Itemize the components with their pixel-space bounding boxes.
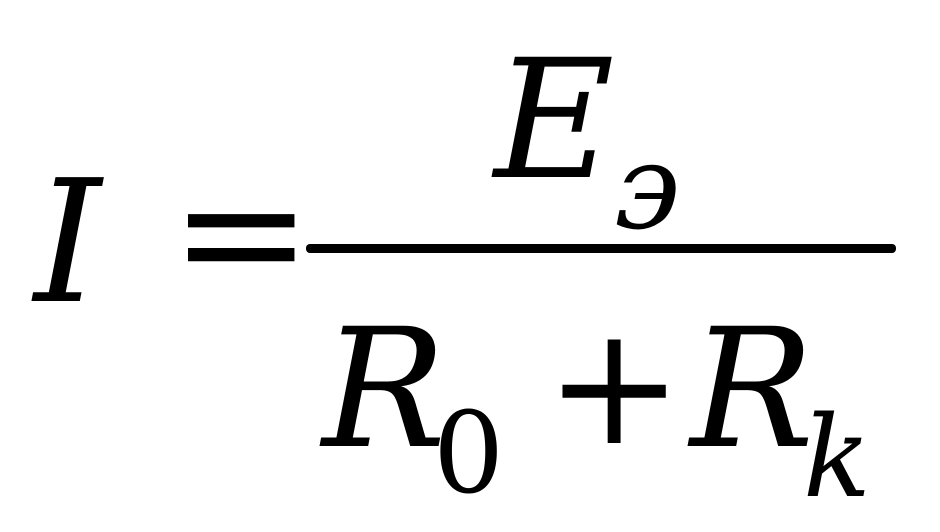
current-symbol: I: [34, 144, 102, 342]
denominator-subscript-1: 0: [433, 389, 505, 519]
denominator-resistance-symbol-2: R: [690, 293, 815, 485]
denominator-resistance-symbol-1: R: [322, 293, 447, 485]
fraction-bar: [306, 244, 896, 253]
equals-sign: =: [170, 134, 313, 332]
numerator-emf-symbol: E: [494, 24, 615, 216]
plus-sign: +: [545, 290, 684, 482]
numerator-subscript: э: [614, 118, 681, 256]
denominator-subscript-2: k: [803, 393, 871, 523]
